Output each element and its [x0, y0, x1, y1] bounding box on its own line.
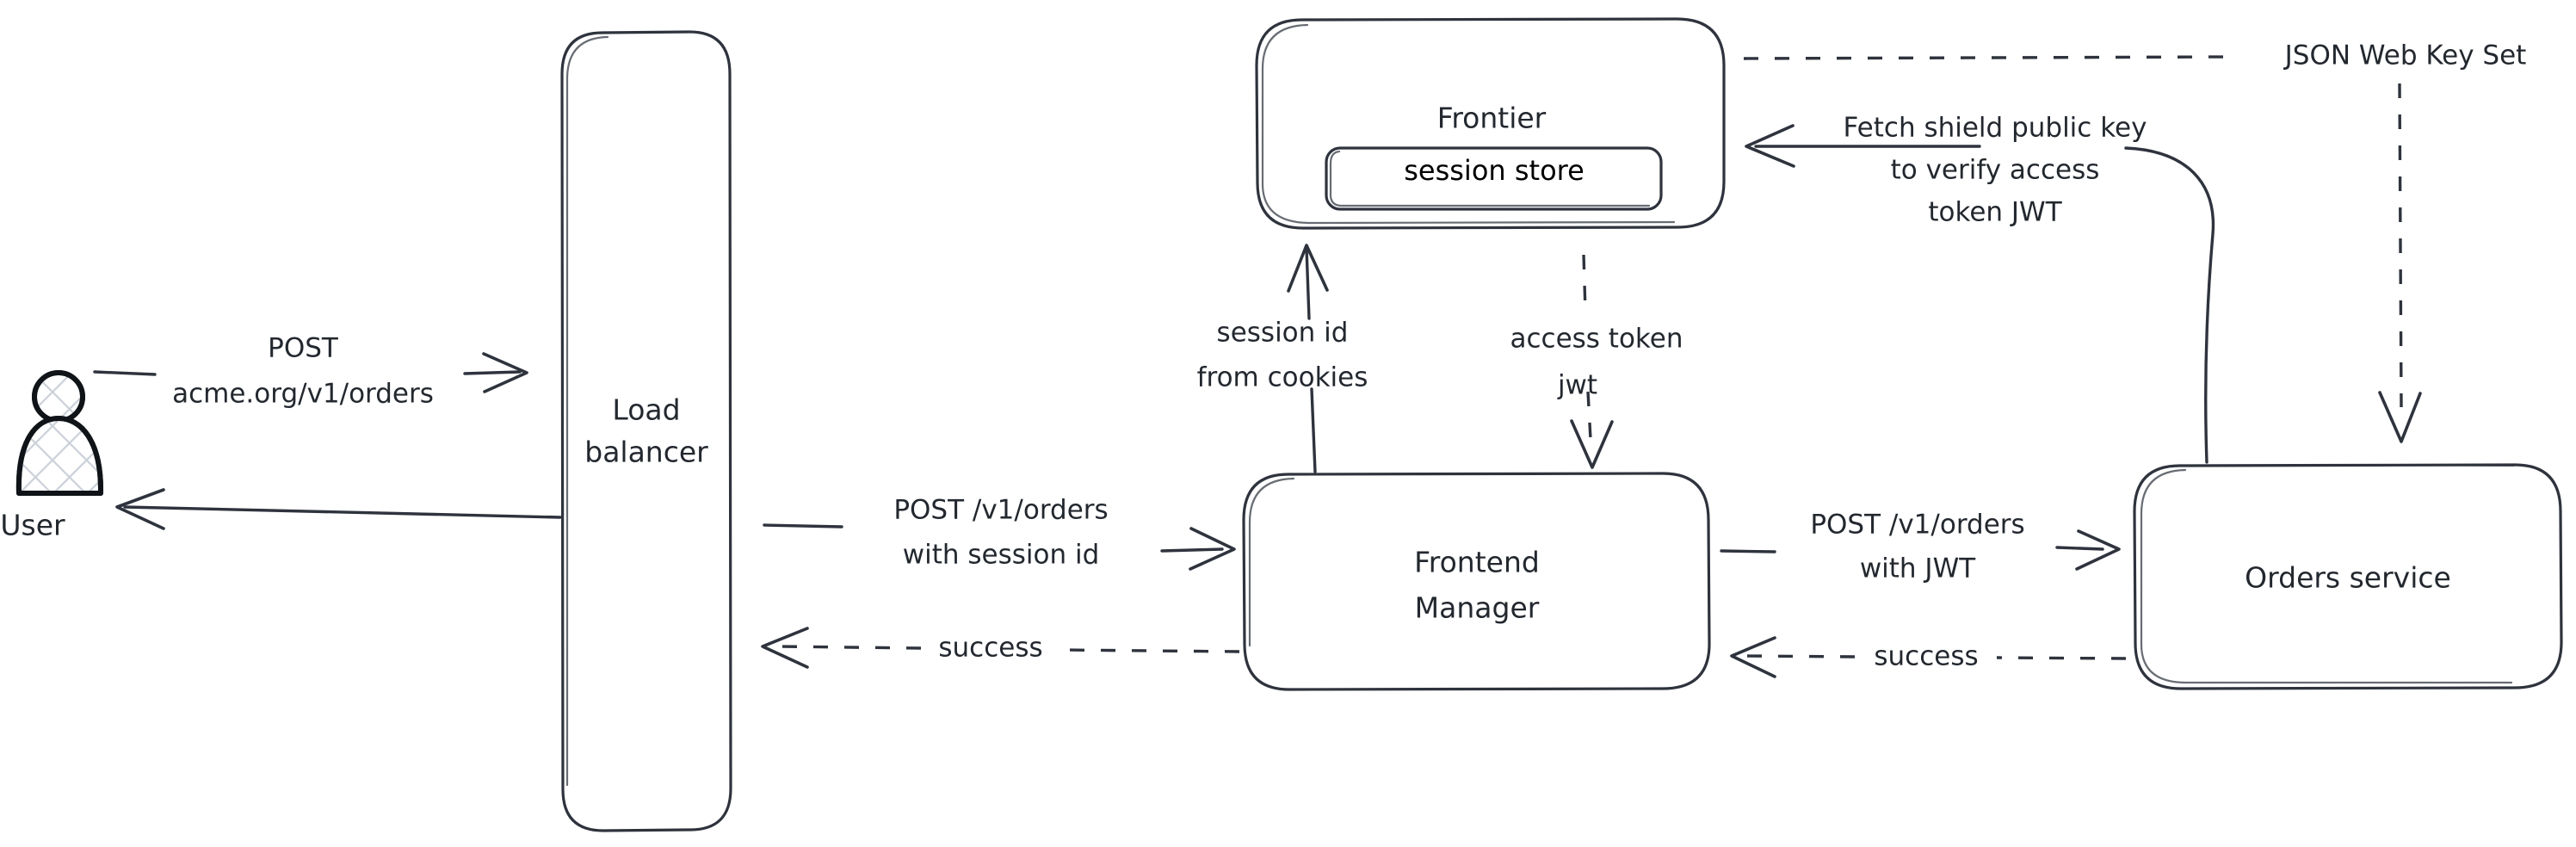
edge-load-balancer-to-frontend-manager[interactable]: POST /v1/orders with session id [763, 495, 1236, 571]
edge-fm-to-frontier-arrowhead [1287, 244, 1329, 293]
frontier-label: Frontier [1437, 102, 1547, 135]
edge-orders-to-fm-arrowhead [1730, 636, 1776, 678]
edge-fm-to-frontier-line-lower [1310, 387, 1317, 473]
edge-orders-to-fm-line-left [1746, 654, 1856, 658]
node-session-store[interactable]: session store [1325, 146, 1663, 211]
edge-fm-to-frontier-label-line2: from cookies [1197, 362, 1368, 393]
actor-user-label: User [0, 509, 65, 542]
node-orders-service[interactable]: Orders service [2133, 463, 2563, 690]
load-balancer-label-line1: Load [612, 393, 680, 427]
edge-frontier-to-fm-line-lower [1586, 391, 1592, 440]
person-icon-body-hatch [18, 418, 102, 493]
load-balancer-shape [560, 30, 732, 832]
edge-fm-to-frontier-line-upper [1305, 246, 1311, 320]
session-store-shape-sketch [1329, 150, 1651, 207]
edge-fm-to-orders-stub-left [1720, 549, 1776, 553]
edge-fm-to-orders-label-line1: POST /v1/orders [1810, 510, 2024, 541]
edge-fm-to-frontier-label-line1: session id [1217, 318, 1349, 349]
edge-frontend-manager-to-orders-service[interactable]: POST /v1/orders with JWT [1720, 510, 2121, 584]
orders-service-shape-sketch [2140, 468, 2513, 684]
edge-fm-to-orders-arrowhead [2075, 529, 2121, 571]
edge-fetch-key-label-line1: Fetch shield public key [1844, 113, 2147, 144]
edge-frontier-to-orders-jwks[interactable]: JSON Web Key Set [1743, 40, 2527, 443]
orders-service-shape [2133, 463, 2563, 690]
edge-user-to-lb-stub-right [463, 370, 522, 375]
node-frontier[interactable]: Frontier session store [1255, 17, 1726, 230]
edge-frontend-manager-to-frontier[interactable]: session id from cookies [1197, 244, 1368, 473]
frontend-manager-label-line2: Manager [1415, 591, 1540, 625]
session-store-label: session store [1404, 154, 1585, 187]
person-icon-body-outline [15, 416, 104, 496]
edge-user-to-lb-arrowhead [482, 352, 528, 393]
frontend-manager-shape [1242, 472, 1711, 691]
load-balancer-shape-sketch [565, 35, 609, 787]
edge-user-to-lb-stub-left [93, 370, 157, 376]
frontend-manager-shape-sketch [1248, 477, 1295, 647]
edge-frontend-manager-to-load-balancer[interactable]: success [761, 627, 1240, 669]
edge-lb-to-fm-arrowhead [1189, 527, 1236, 571]
edge-frontier-to-frontend-manager[interactable]: access token jwt [1510, 254, 1683, 469]
edge-jwks-line-vertical [2398, 83, 2403, 408]
edge-fetch-key-curve [2124, 146, 2215, 464]
edge-lb-to-fm-stub-right [1160, 547, 1224, 553]
edge-frontier-to-fm-label-line2: jwt [1557, 370, 1597, 401]
actor-user[interactable]: User [0, 370, 104, 542]
edge-lb-to-fm-label-line2: with session id [903, 540, 1100, 571]
edge-jwks-line-horizontal [1743, 55, 2237, 60]
node-load-balancer[interactable]: Load balancer [560, 30, 732, 832]
edge-lb-to-user-arrowhead [115, 488, 165, 530]
edge-frontier-to-fm-label-line1: access token [1510, 324, 1683, 355]
edge-fm-to-lb-line-left [778, 645, 922, 650]
edge-user-to-lb-label-line1: POST [268, 333, 339, 364]
person-icon-head-hatch [34, 373, 83, 421]
edge-frontier-to-fm-line-upper [1582, 254, 1587, 312]
edge-user-to-lb-label-line2: acme.org/v1/orders [172, 379, 434, 410]
edge-frontier-to-fm-arrowhead [1570, 419, 1614, 469]
edge-jwks-label: JSON Web Key Set [2283, 40, 2527, 71]
edge-fm-to-orders-stub-right [2055, 546, 2104, 551]
edge-fm-to-lb-label: success [938, 633, 1042, 664]
edge-orders-to-frontier-fetch-key[interactable]: Fetch shield public key to verify access… [1745, 113, 2215, 464]
edge-fm-to-lb-arrowhead [761, 627, 809, 669]
session-store-shape [1325, 146, 1663, 211]
load-balancer-label-line2: balancer [584, 436, 708, 469]
frontend-manager-label-line1: Frontend [1414, 546, 1540, 579]
edge-fetch-key-label-line2: to verify access [1891, 155, 2100, 186]
orders-service-label: Orders service [2245, 561, 2451, 595]
edge-fetch-key-label-line3: token JWT [1928, 197, 2062, 228]
edge-lb-to-user-line [123, 505, 562, 519]
edge-lb-to-fm-label-line1: POST /v1/orders [893, 495, 1108, 526]
edge-fm-to-lb-line-right [1059, 648, 1240, 653]
edge-load-balancer-to-user[interactable] [115, 488, 562, 530]
frontier-shape-sketch [1261, 23, 1676, 225]
edge-lb-to-fm-stub-left [763, 523, 843, 529]
edge-jwks-arrowhead [2378, 391, 2422, 443]
edge-user-to-load-balancer[interactable]: POST acme.org/v1/orders [93, 333, 528, 410]
node-frontend-manager[interactable]: Frontend Manager [1242, 472, 1711, 691]
edge-fm-to-orders-label-line2: with JWT [1860, 553, 1976, 584]
edge-fetch-key-arrowhead [1745, 124, 1795, 168]
edge-orders-to-fm-label: success [1874, 641, 1978, 672]
edge-orders-service-to-frontend-manager[interactable]: success [1730, 636, 2127, 678]
